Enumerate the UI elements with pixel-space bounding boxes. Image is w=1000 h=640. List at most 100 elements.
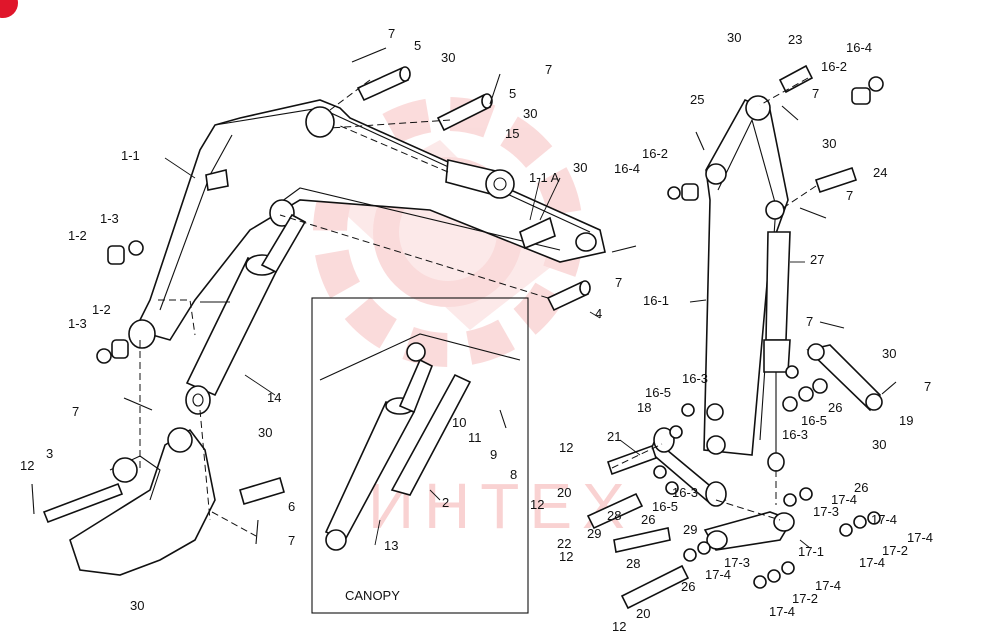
callout-1-2: 1-2: [68, 228, 87, 243]
callout-7: 7: [812, 86, 819, 101]
callout-7: 7: [615, 275, 622, 290]
bolts: [31, 47, 897, 545]
callout-17-4: 17-4: [907, 530, 933, 545]
arm-assembly: [703, 95, 789, 456]
pin-4: [546, 280, 591, 312]
callout-17-3: 17-3: [724, 555, 750, 570]
boom-cylinder: [185, 213, 307, 415]
pin-22: [613, 527, 671, 553]
callout-17-4: 17-4: [831, 492, 857, 507]
callout-28: 28: [607, 508, 621, 523]
callout-16-5: 16-5: [801, 413, 827, 428]
callout-30: 30: [130, 598, 144, 613]
bushings-16-series: [653, 365, 828, 495]
callout-5: 5: [414, 38, 421, 53]
arm-cylinder: [763, 231, 791, 472]
callout-17-4: 17-4: [859, 555, 885, 570]
callout-25: 25: [690, 92, 704, 107]
callout-21: 21: [607, 429, 621, 444]
callout-26: 26: [854, 480, 868, 495]
callout-13: 13: [384, 538, 398, 553]
callout-1-3: 1-3: [100, 211, 119, 226]
callout-1-1a: 1-1 A: [529, 170, 560, 185]
callout-26: 26: [681, 579, 695, 594]
pin-23: [778, 64, 814, 94]
bushings-17-series: [683, 487, 881, 589]
callout-28: 28: [626, 556, 640, 571]
callout-29: 29: [587, 526, 601, 541]
callout-12: 12: [612, 619, 626, 634]
callout-7: 7: [846, 188, 853, 203]
callout-10: 10: [452, 415, 466, 430]
leader-lines: [164, 157, 811, 549]
callout-20: 20: [636, 606, 650, 621]
callout-17-4: 17-4: [871, 512, 897, 527]
canopy-label: CANOPY: [345, 588, 400, 603]
callout-11: 11: [468, 430, 482, 445]
callout-9: 9: [490, 447, 497, 462]
callout-18: 18: [637, 400, 651, 415]
callout-labels: 7 5 30 7 5 30 15 30 1-1 A 7 4 1-1 1-3 1-…: [20, 26, 933, 634]
bushing-1-2-lower: [96, 339, 129, 364]
callout-27: 27: [810, 252, 824, 267]
callout-5: 5: [509, 86, 516, 101]
callout-4: 4: [595, 306, 602, 321]
callout-30: 30: [822, 136, 836, 151]
callout-3: 3: [46, 446, 53, 461]
callout-1-1: 1-1: [121, 148, 140, 163]
callout-12: 12: [559, 440, 573, 455]
callout-7: 7: [545, 62, 552, 77]
callout-16-3: 16-3: [682, 371, 708, 386]
callout-23: 23: [788, 32, 802, 47]
callout-8: 8: [510, 467, 517, 482]
callout-17-4: 17-4: [815, 578, 841, 593]
callout-30: 30: [872, 437, 886, 452]
callout-26: 26: [828, 400, 842, 415]
callout-16-1: 16-1: [643, 293, 669, 308]
callout-12: 12: [530, 497, 544, 512]
assembly-centerlines: [139, 77, 817, 537]
link-18: [649, 427, 727, 507]
callout-30: 30: [523, 106, 537, 121]
callout-17-4: 17-4: [705, 567, 731, 582]
callout-17-1: 17-1: [798, 544, 824, 559]
callout-17-2: 17-2: [882, 543, 908, 558]
canopy-inset: [311, 297, 529, 614]
callout-15: 15: [505, 126, 519, 141]
callout-17-4: 17-4: [769, 604, 795, 619]
callout-1-3: 1-3: [68, 316, 87, 331]
callout-16-3: 16-3: [672, 485, 698, 500]
bushing-1-2-upper: [107, 240, 144, 265]
callout-16-4: 16-4: [846, 40, 872, 55]
callout-26: 26: [641, 512, 655, 527]
callout-7: 7: [388, 26, 395, 41]
link-19: [806, 343, 883, 412]
callout-16-5: 16-5: [652, 499, 678, 514]
callout-2: 2: [442, 495, 449, 510]
callout-7: 7: [924, 379, 931, 394]
callout-7: 7: [806, 314, 813, 329]
callout-16-5: 16-5: [645, 385, 671, 400]
corner-badge: [0, 0, 18, 18]
link-17-1: [703, 511, 795, 551]
swing-bracket: [42, 427, 285, 576]
callout-20: 20: [557, 485, 571, 500]
callout-1-2: 1-2: [92, 302, 111, 317]
callout-16-3: 16-3: [782, 427, 808, 442]
bushing-16-2-upper: [851, 76, 884, 105]
callout-7: 7: [288, 533, 295, 548]
callout-30: 30: [441, 50, 455, 65]
callout-30: 30: [573, 160, 587, 175]
callout-14: 14: [267, 390, 281, 405]
callout-30: 30: [258, 425, 272, 440]
pin-20-lower: [620, 564, 690, 610]
pin-20-upper: [586, 492, 644, 530]
pin-24: [814, 166, 858, 194]
callout-19: 19: [899, 413, 913, 428]
callout-12: 12: [559, 549, 573, 564]
callout-22: 22: [557, 536, 571, 551]
callout-16-2: 16-2: [821, 59, 847, 74]
boom-assembly: [128, 99, 606, 349]
